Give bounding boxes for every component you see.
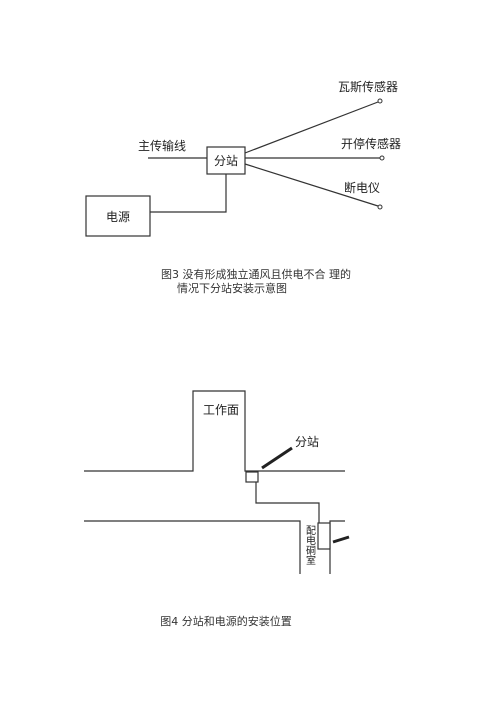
lower-roadway: [84, 520, 301, 574]
work-face-label: 工作面: [203, 403, 239, 417]
substation-box-fig4: [245, 471, 259, 483]
figure-3: 主传输线 分站 电源 瓦斯传感器 开停传感器 断电仪 图3 没有形成独立通风且供…: [85, 79, 401, 295]
figure-3-caption-line-1: 图3 没有形成独立通风且供电不合 理的: [161, 267, 351, 281]
power-label: 电源: [106, 210, 130, 224]
breaker-label: 断电仪: [344, 180, 380, 195]
figure-4: 工作面 分站 配电硐室 图4 分站和电源的安装位置: [84, 390, 350, 628]
power-box: [85, 195, 151, 237]
figure-3-caption-line-2: 情况下分站安装示意图: [177, 281, 287, 295]
device-pointer: [332, 535, 350, 544]
distribution-room-label: 配电硐室: [304, 525, 316, 565]
trunk-line-label: 主传输线: [138, 138, 186, 153]
substation-label: 分站: [214, 154, 238, 168]
distribution-room-label-text: 配电硐室: [304, 525, 316, 565]
switch-sensor-label: 开停传感器: [341, 136, 401, 151]
substation-label-fig4: 分站: [295, 435, 319, 449]
figure-4-caption: 图4 分站和电源的安装位置: [160, 614, 292, 628]
distribution-device: [317, 522, 331, 550]
substation-pointer: [261, 446, 293, 470]
work-face-roadway: [84, 390, 345, 472]
gas-sensor-label: 瓦斯传感器: [338, 79, 398, 94]
switch-sensor-terminal: [379, 155, 385, 161]
breaker-line: [244, 163, 379, 207]
cable-line: [255, 482, 320, 523]
power-connection-line: [150, 174, 227, 213]
breaker-terminal: [377, 204, 383, 210]
gas-sensor-terminal: [377, 98, 383, 104]
lower-roadway-right: [329, 520, 345, 574]
gas-sensor-line: [244, 101, 379, 154]
